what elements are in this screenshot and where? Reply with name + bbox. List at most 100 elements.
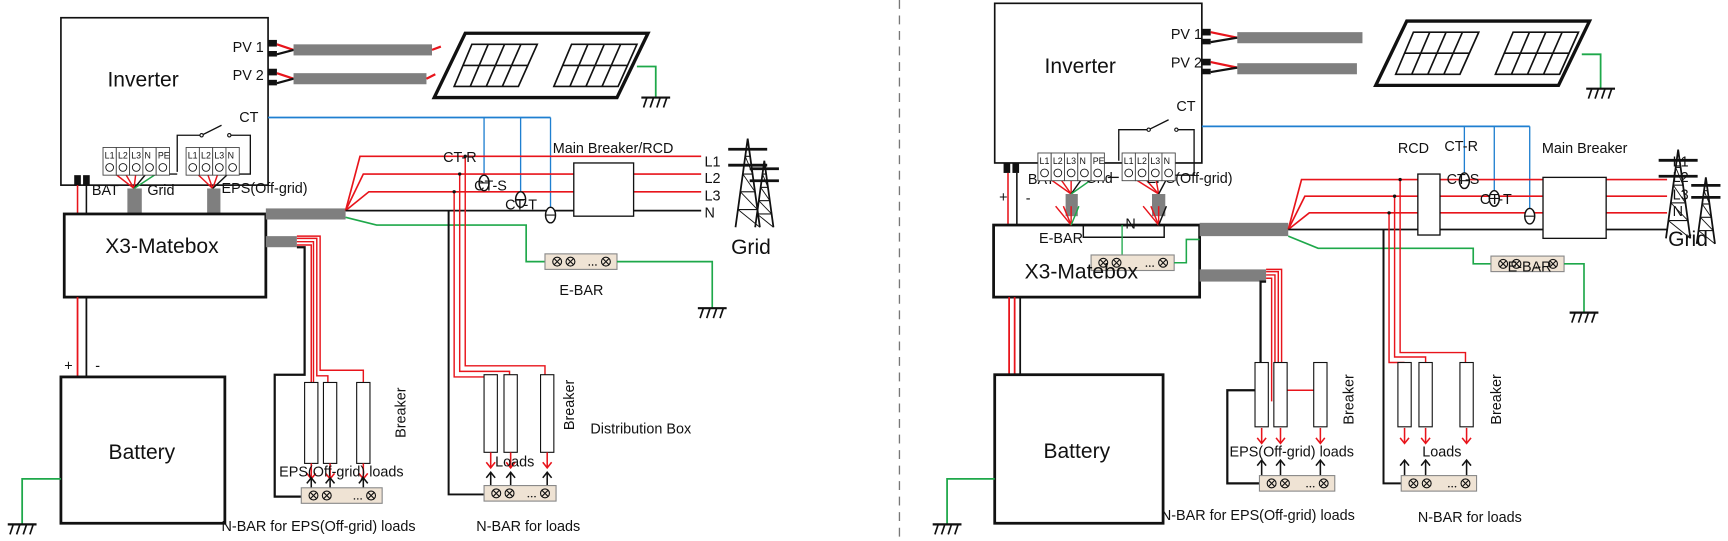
ct-label-r: CT	[1176, 99, 1195, 115]
e-bar	[544, 253, 618, 270]
rcd-label: RCD	[1398, 141, 1429, 157]
screw-cross	[1499, 260, 1507, 268]
wire	[276, 77, 294, 85]
screw-icon	[504, 488, 515, 499]
ground-tick	[934, 524, 940, 535]
plus-label: +	[64, 358, 72, 374]
grey-cable	[293, 44, 432, 56]
tower-leg	[754, 160, 775, 228]
terminal-label: N	[145, 151, 151, 161]
earth-wire	[1564, 263, 1585, 313]
screw-icon	[1279, 478, 1290, 489]
tower-brace	[1670, 202, 1689, 221]
ellipsis-dot	[1448, 485, 1450, 488]
tower-brace	[756, 213, 774, 228]
ground-icon	[7, 523, 37, 535]
terminal-wire	[1070, 205, 1080, 226]
n-link-wire	[1082, 225, 1165, 238]
rcd-box	[1417, 173, 1441, 236]
panel-cell-line	[501, 44, 522, 87]
screw-icon	[321, 490, 332, 501]
bat-connector	[83, 175, 90, 186]
wire	[276, 43, 294, 51]
n-bar-eps	[300, 487, 383, 504]
breaker-icon	[503, 374, 518, 453]
screw-cross	[1268, 479, 1276, 487]
terminal-label: L1	[188, 151, 198, 161]
ellipsis-dot	[353, 498, 356, 500]
arrow-head	[1420, 437, 1431, 445]
ground-tick	[662, 97, 668, 108]
arrow-head	[505, 461, 516, 470]
wire	[425, 73, 436, 80]
e-bar-r	[1490, 255, 1565, 273]
screw-cross	[1409, 479, 1417, 487]
tower-brace	[1672, 184, 1686, 204]
terminal-label: N	[228, 151, 234, 161]
screw-icon	[1460, 478, 1471, 489]
inner-e-bar	[1090, 254, 1175, 272]
ellipsis-dot	[1152, 265, 1154, 267]
grey-cable	[1065, 194, 1078, 217]
tower-leg	[734, 138, 761, 228]
screw-cross	[506, 489, 514, 497]
screw-icon	[1408, 478, 1419, 489]
pv2-connector	[1201, 58, 1211, 66]
panel-cell-line	[601, 44, 622, 87]
terminal-screw-icon	[215, 163, 224, 172]
screw-cross	[309, 492, 317, 500]
ground-tick	[1600, 88, 1606, 99]
screw-icon	[308, 490, 319, 501]
battery-label-r: Battery	[1043, 440, 1110, 463]
screw-icon	[1111, 257, 1122, 268]
grid-port-label: Grid	[147, 183, 174, 199]
junction	[452, 190, 456, 194]
earth-wire	[636, 65, 657, 98]
nbar-loads-label: N-BAR for loads	[476, 519, 580, 535]
breaker-icon	[304, 381, 319, 464]
ground-tick	[719, 307, 725, 319]
ct-s-label-r: CT-S	[1447, 172, 1480, 188]
ground-tick	[1607, 88, 1613, 99]
nbar-eps-label-r: N-BAR for EPS(Off-grid) loads	[1161, 508, 1355, 524]
tower-leg	[1665, 149, 1692, 239]
panel-cell-line	[585, 44, 606, 87]
screw-icon	[1318, 478, 1329, 489]
breaker-icon	[483, 374, 498, 453]
battery-box	[59, 375, 227, 525]
wire	[1210, 31, 1238, 39]
ebar-label-r: E-BAR	[1508, 260, 1552, 276]
l3-label-r: L3	[1673, 188, 1689, 204]
screw-cross	[323, 492, 331, 500]
terminal-screw-icon	[1124, 168, 1134, 178]
arrow-head	[1256, 458, 1267, 467]
panel-cell	[452, 43, 539, 88]
panel-cell	[1494, 31, 1580, 76]
terminal-label: N	[1164, 156, 1170, 166]
switch-contact	[1146, 127, 1151, 132]
grey-cable	[1199, 222, 1289, 237]
junction	[463, 154, 467, 158]
screw-icon	[1098, 257, 1109, 268]
switch-wire	[1118, 129, 1149, 161]
inner-ebar-label: E-BAR	[1039, 231, 1083, 247]
screw-cross	[1512, 260, 1520, 268]
main-breaker-label: Main Breaker/RCD	[553, 141, 674, 157]
screw-cross	[553, 258, 561, 266]
screw-icon	[1266, 478, 1277, 489]
wire	[1210, 36, 1238, 44]
ellipsis-dot	[1538, 266, 1541, 268]
wire	[431, 45, 442, 51]
ground-tick	[642, 97, 648, 108]
ct-t-label-r: CT-T	[1480, 192, 1512, 208]
grey-cable	[1199, 269, 1267, 282]
panel-cell-line	[1443, 31, 1464, 75]
terminal-label: L1	[1124, 156, 1134, 166]
screw-cross	[1423, 479, 1431, 487]
wire	[296, 237, 329, 383]
plus-label-r: +	[999, 190, 1007, 206]
terminal-screw-icon	[1080, 168, 1089, 178]
junction	[1387, 211, 1391, 215]
terminal-label: L1	[1040, 156, 1050, 166]
